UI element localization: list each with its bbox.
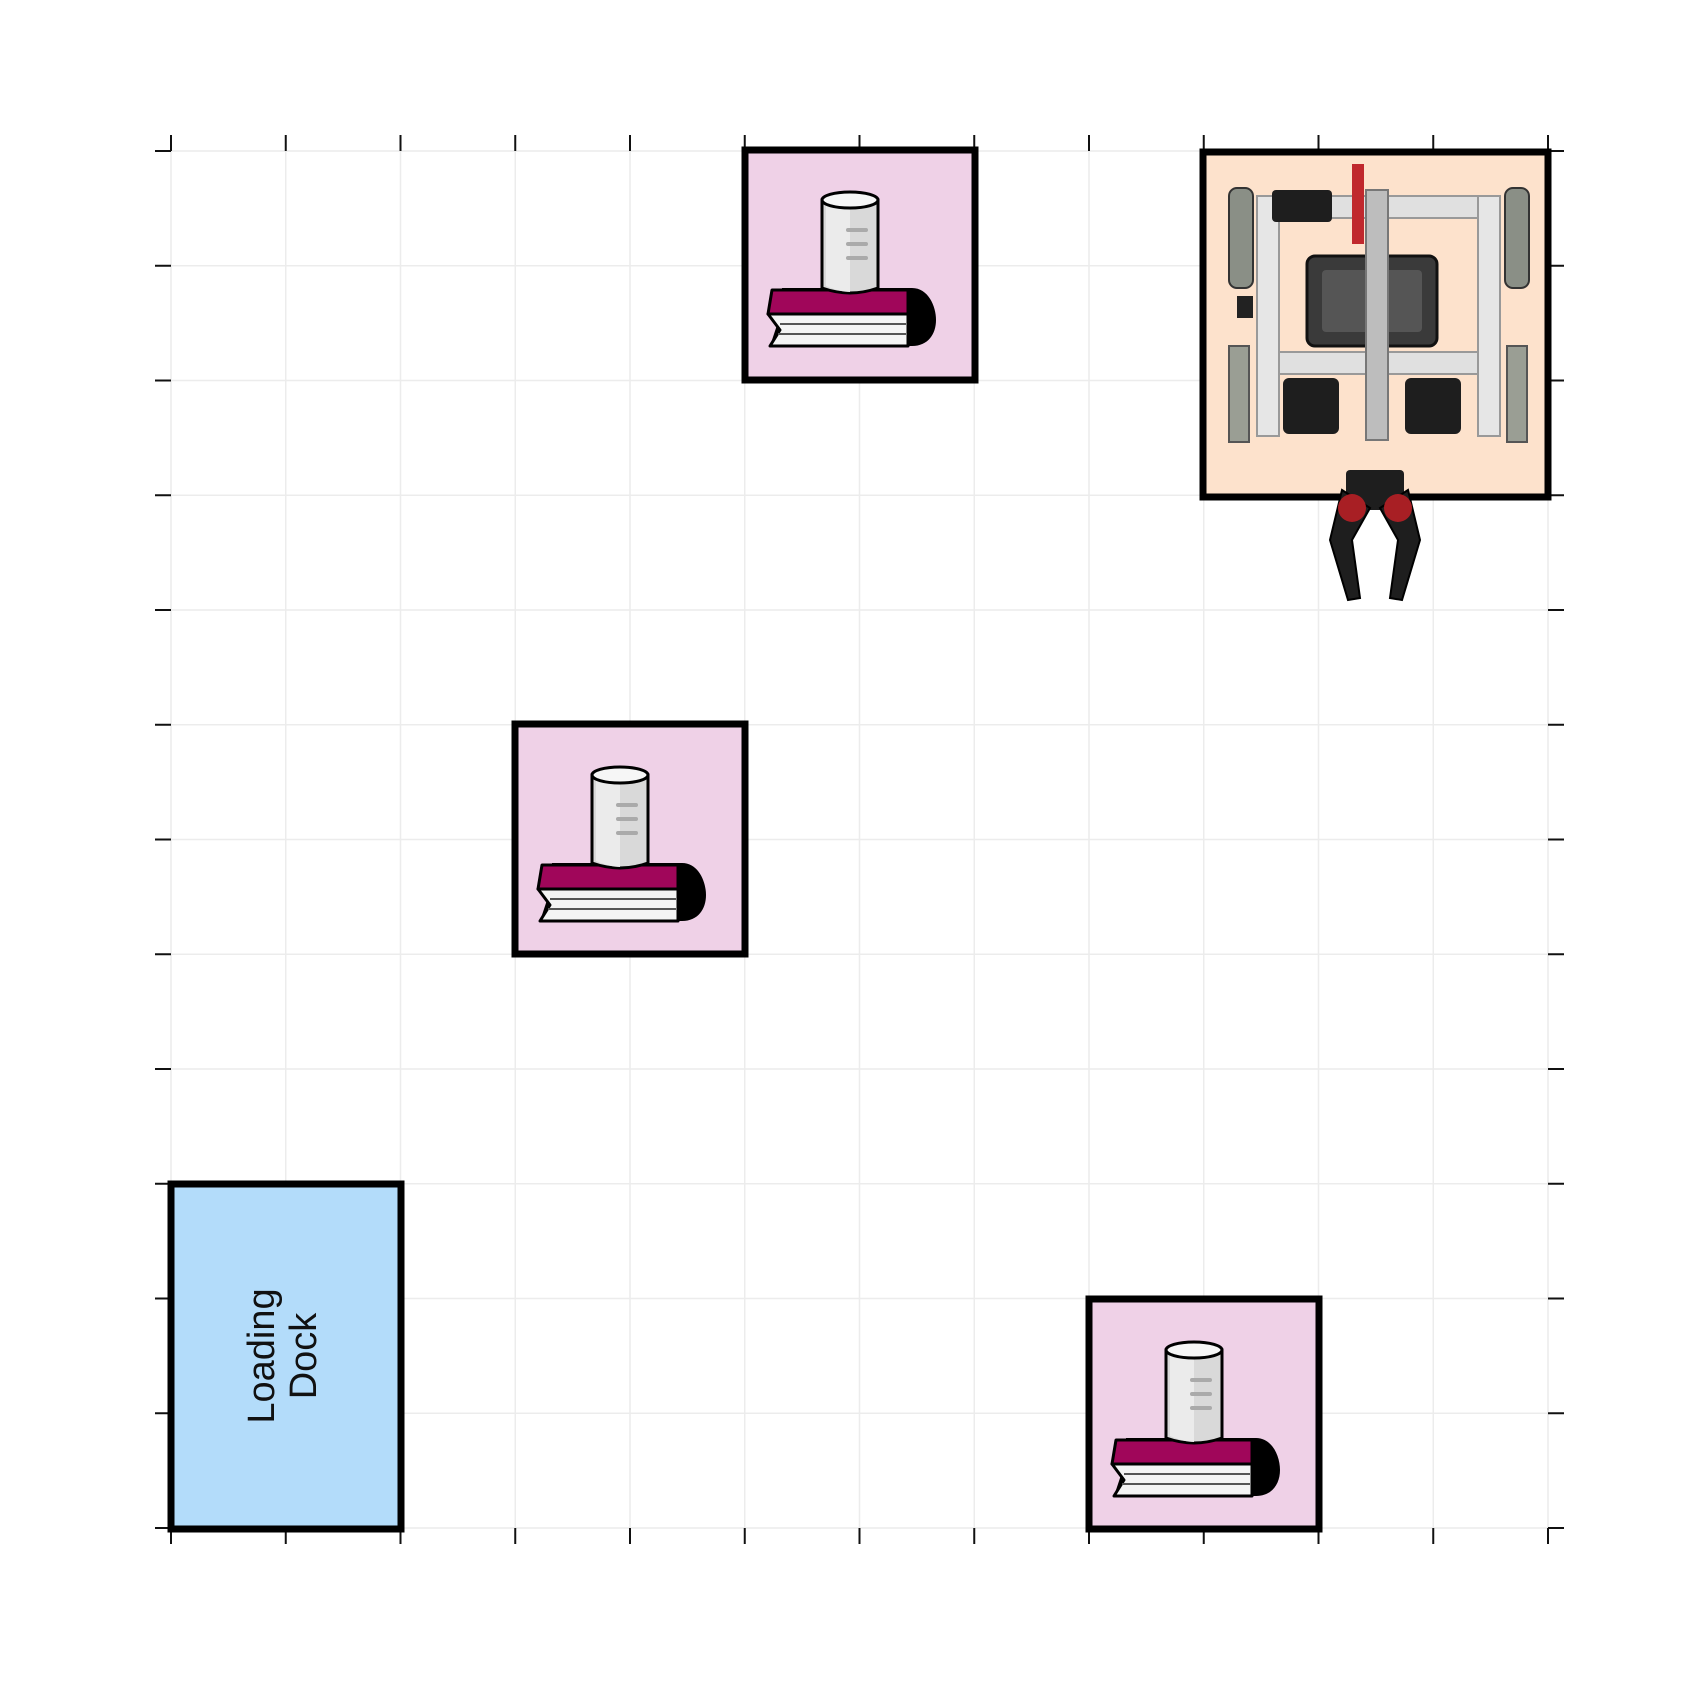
loading-dock-label-line1: Loading (241, 1288, 283, 1423)
task-tile (511, 720, 749, 958)
loading-dock-label-line2: Dock (283, 1312, 325, 1400)
task-tile (1085, 1295, 1323, 1533)
loading-dock-area (167, 1180, 405, 1533)
robot-tile (1199, 148, 1552, 602)
loading-dock: Loading Dock (167, 1180, 405, 1533)
vex-robot-with-claw-icon (1228, 164, 1530, 602)
task-tile (741, 146, 979, 384)
